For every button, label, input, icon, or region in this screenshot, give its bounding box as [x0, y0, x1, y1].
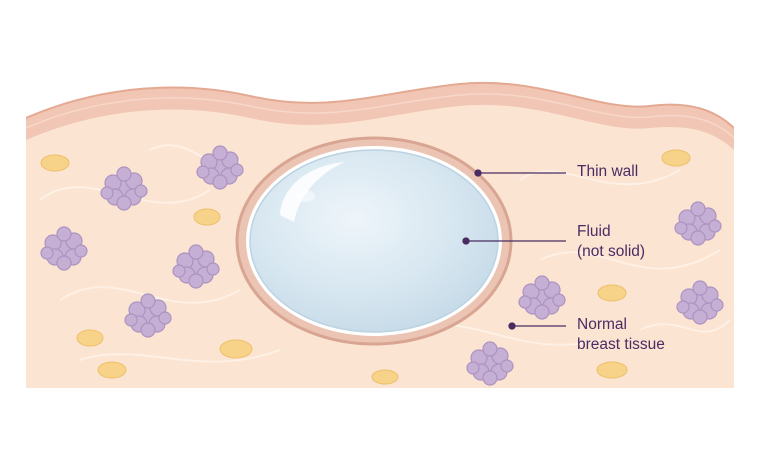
- label-thin-wall: Thin wall: [577, 162, 638, 182]
- callouts: [462, 169, 566, 330]
- label-normal-breast-tissue: Normal breast tissue: [577, 315, 665, 355]
- cyst-highlight: [280, 162, 345, 222]
- label-tissue-line2: breast tissue: [577, 336, 665, 353]
- skin-layer: [26, 60, 734, 128]
- label-thin-wall-text: Thin wall: [577, 163, 639, 180]
- label-fluid: Fluid (not solid): [577, 222, 645, 262]
- label-fluid-line2: (not solid): [577, 243, 646, 260]
- cyst: [235, 136, 513, 346]
- cyst-fluid: [249, 149, 499, 333]
- label-tissue-line1: Normal: [577, 316, 627, 333]
- fat-globules: [40, 149, 691, 385]
- label-fluid-line1: Fluid: [577, 223, 611, 240]
